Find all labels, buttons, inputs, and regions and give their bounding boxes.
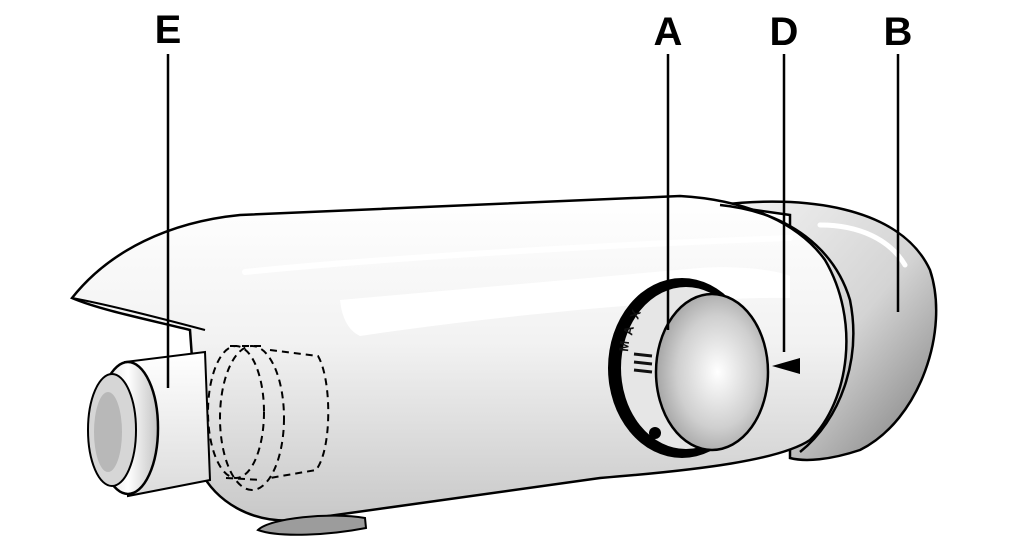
hidden-chamber (207, 345, 330, 491)
end-cap-highlight (817, 222, 908, 268)
callout-e: E (154, 8, 182, 52)
body-foot (256, 514, 368, 536)
callout-a: A (653, 10, 683, 54)
dose-dial: X A M (608, 278, 770, 458)
callout-d: D (769, 10, 799, 54)
dial-mark-a: A (620, 324, 637, 337)
leader-lines (166, 54, 900, 388)
mouthpiece-inner (94, 392, 122, 472)
body-flap-edge (71, 297, 206, 331)
dial-knob (654, 292, 770, 452)
body-highlight-top (242, 235, 793, 275)
cap-seam (719, 203, 855, 453)
dose-pointer (772, 358, 800, 374)
dial-mark-m: M (616, 340, 632, 352)
dial-dot (649, 427, 661, 439)
callout-b: B (883, 10, 913, 54)
dial-tick-marks (633, 352, 653, 374)
